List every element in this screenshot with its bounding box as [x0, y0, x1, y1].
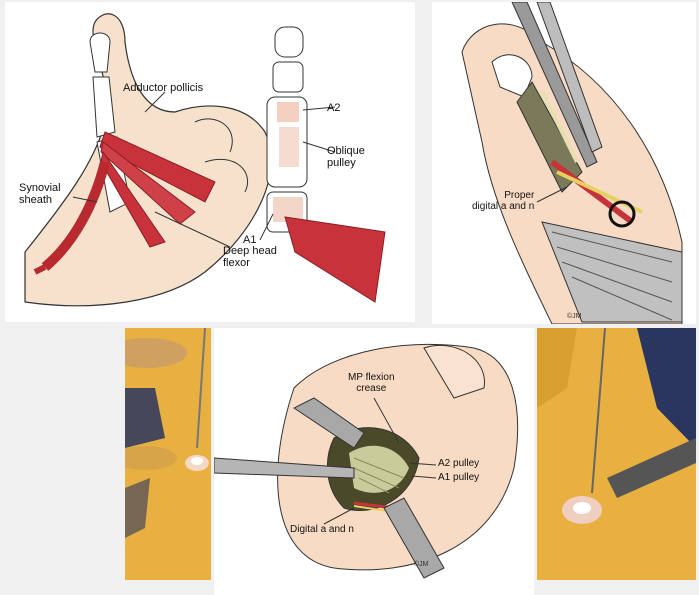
label-synovial-sheath: Synovial sheath — [19, 182, 61, 206]
label-adductor-pollicis: Adductor pollicis — [123, 82, 203, 94]
operative-illustration: ©JM — [214, 328, 534, 595]
panel-operative-illustration: ©JM MP flexion crease A2 pulley A1 pulle… — [214, 328, 534, 595]
intraop-photo-right — [537, 328, 696, 580]
label-proper-digital: Proper digital a and n — [472, 190, 534, 212]
panel-anatomy-thumb: Adductor pollicis Synovial sheath A2 Obl… — [5, 2, 415, 322]
label-a2-pulley: A2 pulley — [438, 458, 479, 469]
panel-photo-left — [125, 328, 211, 580]
label-a2: A2 — [327, 102, 340, 114]
svg-text:©JM: ©JM — [414, 560, 429, 568]
panel-surgical-illustration: ©JM Proper digital a and n — [432, 2, 696, 324]
label-a1-pulley: A1 pulley — [438, 472, 479, 483]
surgery-illustration: ©JM — [432, 2, 696, 324]
pulley-diagram — [267, 27, 385, 302]
svg-text:©JM: ©JM — [567, 312, 582, 320]
label-digital-a-and-n: Digital a and n — [290, 524, 354, 535]
label-deep-head-flexor: Deep head flexor — [223, 245, 277, 269]
label-oblique-pulley: Oblique pulley — [327, 145, 365, 169]
label-mp-flexion-crease: MP flexion crease — [348, 372, 395, 394]
intraop-photo-left — [125, 328, 211, 580]
panel-photo-right — [537, 328, 696, 580]
